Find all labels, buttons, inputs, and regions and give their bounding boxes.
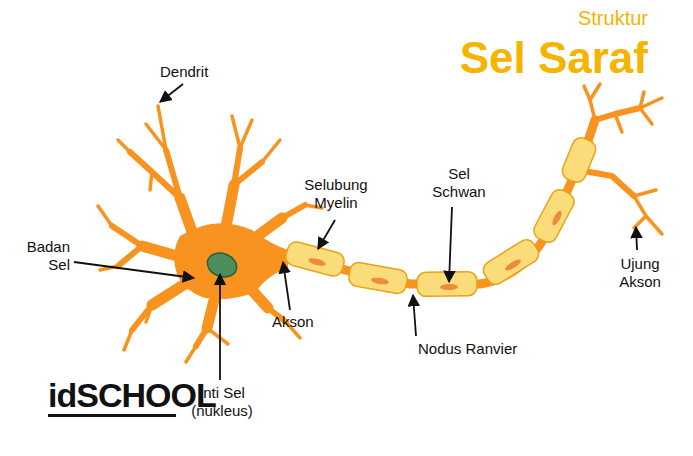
leader-lines <box>74 84 637 380</box>
part-label: Selubung Myelin <box>298 176 374 212</box>
part-label: Akson <box>272 313 314 331</box>
cell-body <box>174 223 288 299</box>
subtitle: Struktur <box>578 6 648 30</box>
schwann-nuclei <box>308 210 564 291</box>
watermark: idSCHOOL <box>48 378 216 412</box>
myelin-sheaths <box>284 135 598 296</box>
part-label: Dendrit <box>160 63 208 81</box>
part-label: Nodus Ranvier <box>418 340 517 358</box>
part-label: Badan Sel <box>20 238 70 274</box>
title: Sel Saraf <box>460 34 648 82</box>
logo-bar <box>48 414 176 417</box>
axon <box>280 120 595 284</box>
dendrites <box>98 106 322 362</box>
part-label: Ujung Akson <box>614 255 666 291</box>
part-label: Sel Schwan <box>430 165 488 201</box>
nucleus <box>204 249 240 281</box>
